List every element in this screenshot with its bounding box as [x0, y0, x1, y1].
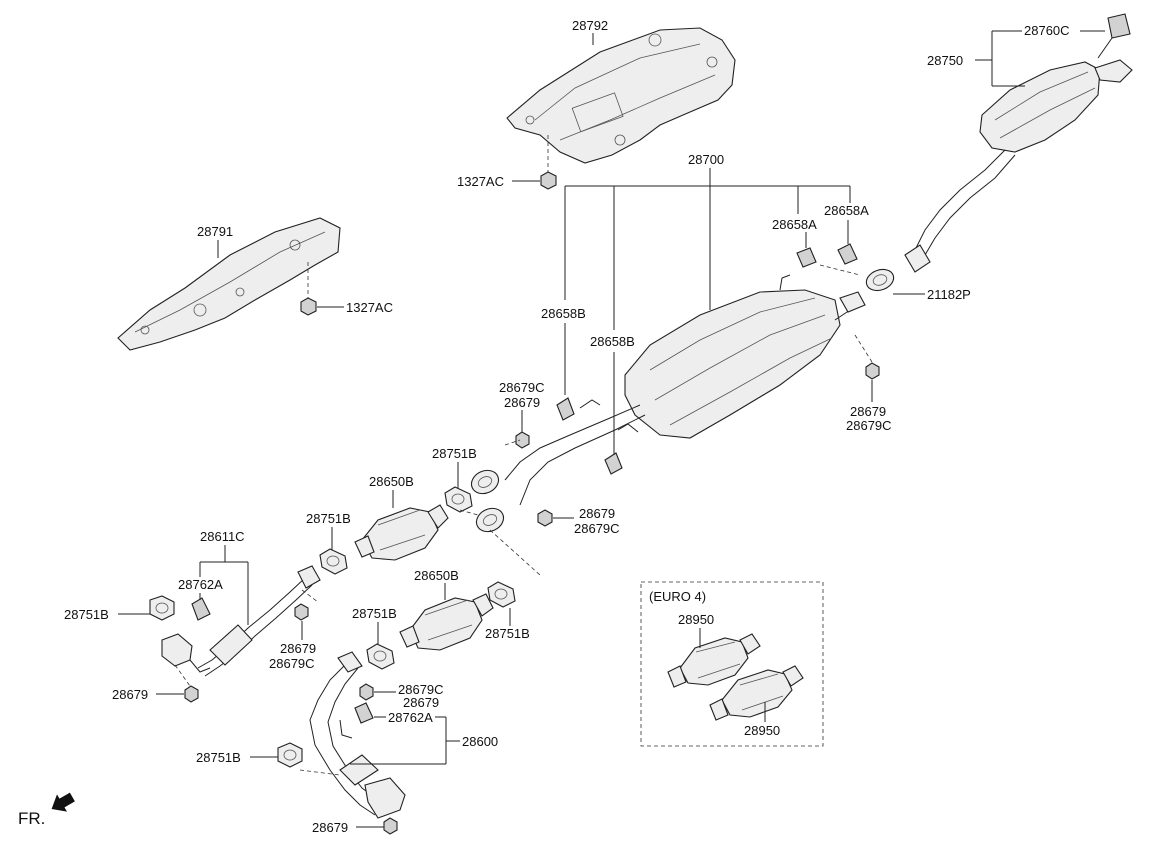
- label-28679-center[interactable]: 28679: [579, 506, 615, 521]
- label-28751b-upper[interactable]: 28751B: [306, 511, 351, 526]
- label-28611c[interactable]: 28611C: [200, 529, 245, 544]
- nut-28679-center[interactable]: [537, 509, 553, 527]
- label-28751b-lower[interactable]: 28751B: [352, 606, 397, 621]
- label-28750[interactable]: 28750: [927, 53, 963, 68]
- heat-shield-28791[interactable]: [117, 217, 341, 351]
- front-pipe-28600[interactable]: [309, 651, 406, 819]
- leader-lines: [118, 30, 1105, 828]
- euro4-title: (EURO 4): [649, 589, 706, 604]
- label-28950-1[interactable]: 28950: [678, 612, 714, 627]
- label-28679c-lower[interactable]: 28679C: [398, 682, 444, 697]
- label-28679c-center[interactable]: 28679C: [574, 521, 620, 536]
- label-28679-bottomleft[interactable]: 28679: [112, 687, 148, 702]
- gasket-28751b-upper[interactable]: [319, 548, 348, 575]
- label-1327ac-top[interactable]: 1327AC: [457, 174, 504, 189]
- label-28658b-1[interactable]: 28658B: [541, 306, 586, 321]
- hanger-28762a-lower[interactable]: [354, 702, 374, 724]
- gasket-28751b-bottom[interactable]: [277, 742, 303, 768]
- label-28762a-lower[interactable]: 28762A: [388, 710, 433, 725]
- label-28679-mid[interactable]: 28679: [504, 395, 540, 410]
- main-muffler-28700[interactable]: [504, 274, 866, 506]
- catalytic-converter-28950-2[interactable]: [709, 665, 804, 721]
- label-28650b-lower[interactable]: 28650B: [414, 568, 459, 583]
- gasket-21182p[interactable]: [863, 266, 896, 294]
- gasket-28751b-right[interactable]: [487, 581, 516, 608]
- front-label: FR.: [18, 809, 45, 828]
- label-1327ac-left[interactable]: 1327AC: [346, 300, 393, 315]
- nut-1327ac-left[interactable]: [300, 262, 317, 316]
- label-28658a-1[interactable]: 28658A: [772, 217, 817, 232]
- hanger-28658a-2[interactable]: [837, 243, 858, 265]
- catalytic-converter-28650b-lower[interactable]: [399, 593, 494, 651]
- label-28950-2[interactable]: 28950: [744, 723, 780, 738]
- front-pipe-28611c[interactable]: [161, 565, 321, 677]
- nut-28679-mid[interactable]: [515, 431, 530, 449]
- nut-28679-lower[interactable]: [359, 683, 374, 701]
- label-28679c-flange[interactable]: 28679C: [269, 656, 315, 671]
- front-pipe-flange-upper: [470, 469, 500, 495]
- hanger-28658a-1[interactable]: [796, 247, 817, 268]
- label-28679-flange[interactable]: 28679: [280, 641, 316, 656]
- gasket-28751b-left[interactable]: [149, 595, 175, 621]
- tail-muffler-28750[interactable]: [904, 59, 1133, 273]
- nut-28679-flange[interactable]: [294, 603, 309, 621]
- nut-28679-right[interactable]: [865, 362, 880, 380]
- label-21182p[interactable]: 21182P: [927, 287, 971, 302]
- gasket-28751b-lower[interactable]: [366, 643, 395, 670]
- label-28679-lower[interactable]: 28679: [403, 695, 439, 710]
- label-28658b-2[interactable]: 28658B: [590, 334, 635, 349]
- part-labels: 28792 1327AC 28791 1327AC 28700 28658A 2…: [18, 18, 1070, 835]
- label-28650b-upper[interactable]: 28650B: [369, 474, 414, 489]
- nut-28679-bottomleft[interactable]: [184, 685, 199, 703]
- front-direction-arrow-icon: [51, 792, 75, 812]
- hanger-28658b-2[interactable]: [604, 452, 623, 475]
- nut-28679-bottom[interactable]: [383, 817, 398, 835]
- label-28700[interactable]: 28700: [688, 152, 724, 167]
- label-28791[interactable]: 28791: [197, 224, 233, 239]
- gasket-28751b-mid[interactable]: [444, 486, 473, 513]
- label-28600[interactable]: 28600: [462, 734, 498, 749]
- hanger-28762a-left[interactable]: [191, 597, 211, 621]
- label-28751b-bottom[interactable]: 28751B: [196, 750, 241, 765]
- label-28751b-left[interactable]: 28751B: [64, 607, 109, 622]
- hanger-28658b-1[interactable]: [556, 397, 575, 421]
- label-28679c-mid[interactable]: 28679C: [499, 380, 545, 395]
- label-28679c-right[interactable]: 28679C: [846, 418, 892, 433]
- label-28792[interactable]: 28792: [572, 18, 608, 33]
- label-28760c[interactable]: 28760C: [1024, 23, 1070, 38]
- heat-shield-28792[interactable]: [506, 27, 736, 164]
- label-28679-bottom[interactable]: 28679: [312, 820, 348, 835]
- label-28679-right[interactable]: 28679: [850, 404, 886, 419]
- catalytic-converter-28950-1[interactable]: [667, 633, 761, 688]
- label-28751b-mid[interactable]: 28751B: [432, 446, 477, 461]
- front-pipe-flange-lower: [475, 507, 505, 533]
- label-28658a-2[interactable]: 28658A: [824, 203, 869, 218]
- label-28762a-left[interactable]: 28762A: [178, 577, 223, 592]
- nut-1327ac-top[interactable]: [540, 135, 557, 190]
- hanger-28760c[interactable]: [1097, 13, 1131, 59]
- catalytic-converter-28650b-upper[interactable]: [354, 504, 449, 561]
- label-28751b-right[interactable]: 28751B: [485, 626, 530, 641]
- euro4-box: [640, 581, 824, 747]
